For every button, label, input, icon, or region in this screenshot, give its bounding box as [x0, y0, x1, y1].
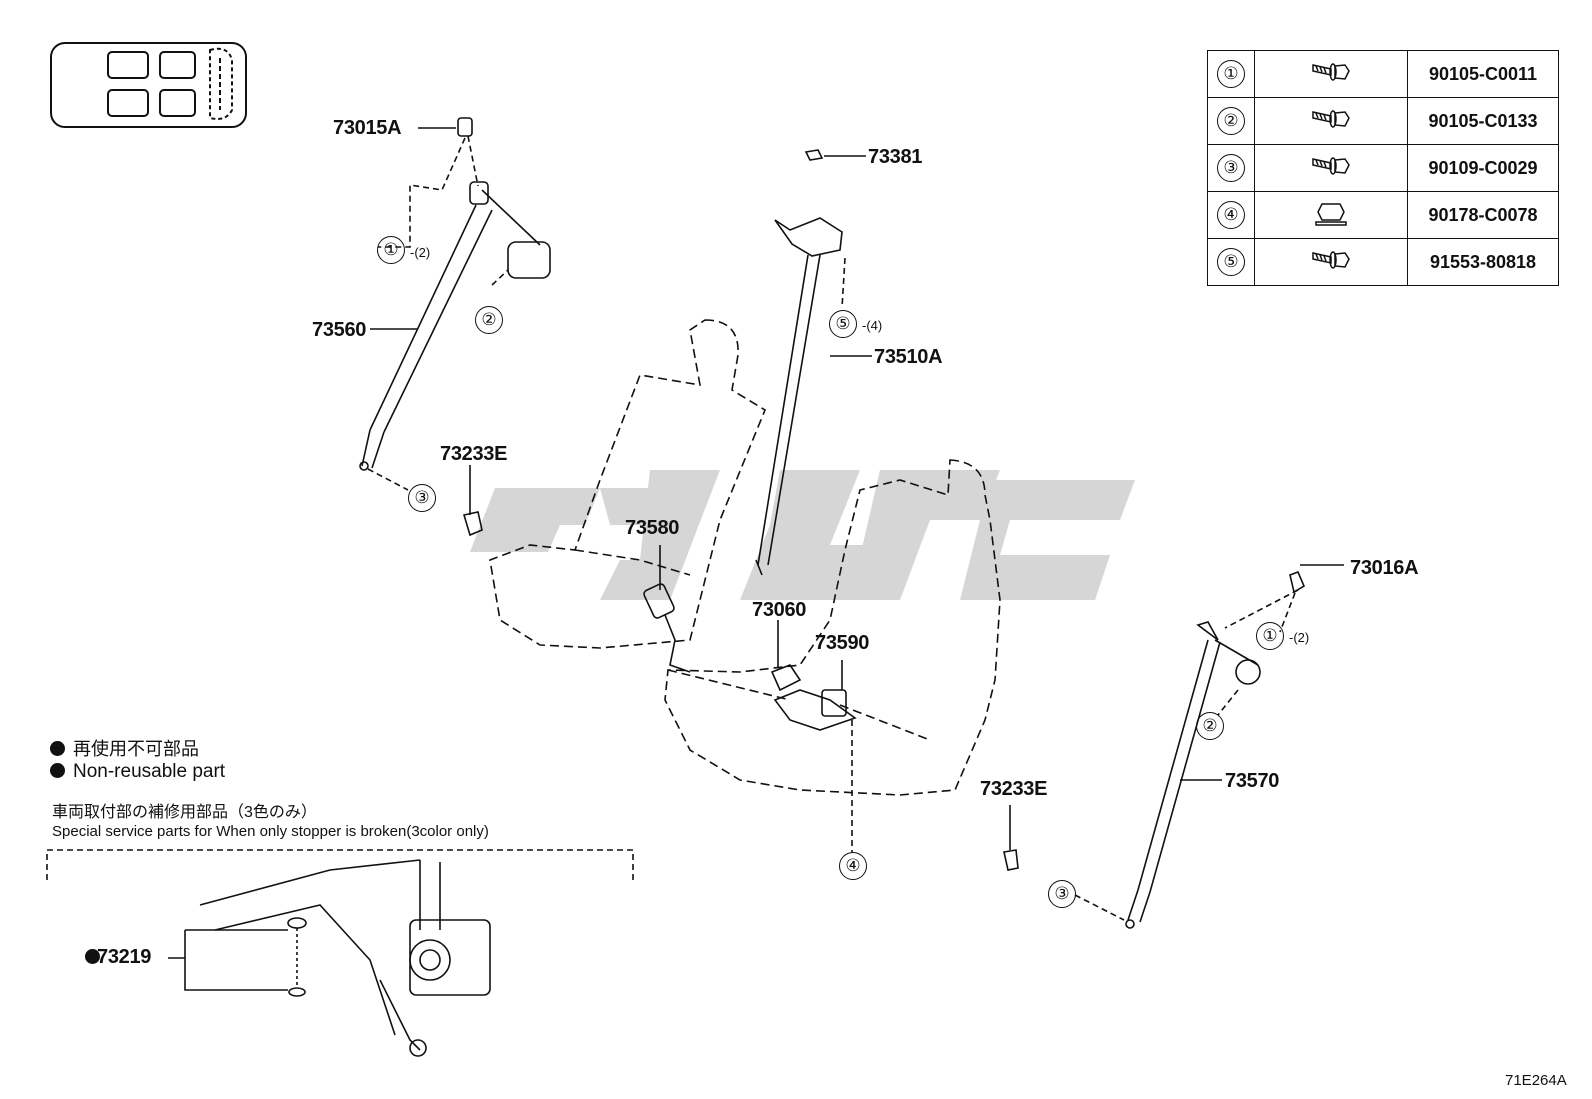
fastener-index: ④: [1217, 201, 1245, 229]
fastener-index-cell: ①: [1207, 50, 1255, 98]
fastener-ref-2-upper: ②: [475, 306, 503, 334]
flange-bolt-icon: [1312, 250, 1350, 269]
flange-bolt-icon: [1312, 62, 1350, 81]
buckle-73580: [643, 545, 691, 673]
front-seat-outline-left: [489, 319, 766, 649]
flange-nut-icon: [1315, 202, 1347, 226]
non-reusable-dot-icon: [50, 741, 65, 756]
fastener-icon-cell: [1254, 97, 1408, 145]
seat-belt-73510A: [755, 217, 872, 576]
fastener-index-cell: ④: [1207, 191, 1255, 239]
fastener-ref-1-lower: ①: [1256, 622, 1284, 650]
legend-non-reusable-ja: 再使用不可部品: [50, 735, 199, 761]
legend-non-reusable-en: Non-reusable part: [50, 761, 225, 783]
fastener-icon-cell: [1254, 191, 1408, 239]
callout-73381: 73381: [868, 146, 923, 168]
fastener-ref-1-upper: ①: [377, 236, 405, 264]
seat-belt-73560: [359, 117, 551, 491]
fastener-part-number: 91553-80818: [1407, 238, 1559, 286]
callout-73570: 73570: [1225, 770, 1280, 792]
fastener-part-number: 90178-C0078: [1407, 191, 1559, 239]
front-seat-outline-right: [664, 459, 1001, 796]
fastener-qty-1-lower: -(2): [1289, 630, 1310, 645]
fastener-ref-4: ④: [839, 852, 867, 880]
seat-belt-73570: [1074, 564, 1344, 929]
fastener-table: ① 90105-C0011 ② 90105-C0133 ③ 90109-C0029 ④ 901…: [1207, 50, 1559, 286]
legend-special-ja: 車両取付部の補修用部品（3色のみ）: [52, 804, 317, 821]
fastener-ref-3-lower: ③: [1048, 880, 1076, 908]
legend-special-en: Special service parts for When only stop…: [52, 823, 489, 840]
watermark-logo: [470, 470, 1135, 600]
fastener-icon-cell: [1254, 144, 1408, 192]
flange-bolt-icon: [1312, 109, 1350, 128]
fastener-row: ① 90105-C0011: [1207, 50, 1559, 98]
fastener-index-cell: ②: [1207, 97, 1255, 145]
fastener-row: ③ 90109-C0029: [1207, 144, 1559, 192]
special-service-inset: [46, 849, 634, 1057]
callout-73015A: 73015A: [333, 117, 402, 139]
diagram-code: 71E264A: [1505, 1072, 1567, 1089]
non-reusable-dot-icon: [50, 763, 65, 778]
fastener-index: ②: [1217, 107, 1245, 135]
callout-73580: 73580: [625, 517, 680, 539]
fastener-qty-1-upper: -(2): [410, 245, 431, 260]
fastener-index-cell: ⑤: [1207, 238, 1255, 286]
fastener-qty-5: -(4): [862, 318, 883, 333]
fastener-row: ② 90105-C0133: [1207, 97, 1559, 145]
fastener-index: ①: [1217, 60, 1245, 88]
callout-73233E-upper: 73233E: [440, 443, 508, 465]
fastener-icon-cell: [1254, 50, 1408, 98]
clip-73233E-lower: [1003, 805, 1019, 871]
clip-73233E-upper: [462, 465, 483, 537]
callout-73590: 73590: [815, 632, 870, 654]
fastener-icon-cell: [1254, 238, 1408, 286]
fastener-index: ③: [1217, 154, 1245, 182]
fastener-part-number: 90105-C0011: [1407, 50, 1559, 98]
buckle-73060-73590: [770, 620, 857, 852]
non-reusable-dot-icon: [85, 949, 100, 964]
callout-73016A: 73016A: [1350, 557, 1419, 579]
flange-bolt-icon: [1312, 156, 1350, 175]
callout-73219: 73219: [85, 947, 151, 967]
fastener-ref-2-lower: ②: [1196, 712, 1224, 740]
callout-73060: 73060: [752, 599, 807, 621]
vehicle-seat-layout-icon: [50, 42, 247, 128]
fastener-index-cell: ③: [1207, 144, 1255, 192]
fastener-part-number: 90109-C0029: [1407, 144, 1559, 192]
fastener-row: ⑤ 91553-80818: [1207, 238, 1559, 286]
callout-73233E-lower: 73233E: [980, 778, 1048, 800]
callout-73560: 73560: [312, 319, 367, 341]
fastener-index: ⑤: [1217, 248, 1245, 276]
fastener-ref-5: ⑤: [829, 310, 857, 338]
fastener-part-number: 90105-C0133: [1407, 97, 1559, 145]
clip-73381: [804, 149, 866, 161]
fastener-row: ④ 90178-C0078: [1207, 191, 1559, 239]
callout-73510A: 73510A: [874, 346, 943, 368]
fastener-ref-3-upper: ③: [408, 484, 436, 512]
